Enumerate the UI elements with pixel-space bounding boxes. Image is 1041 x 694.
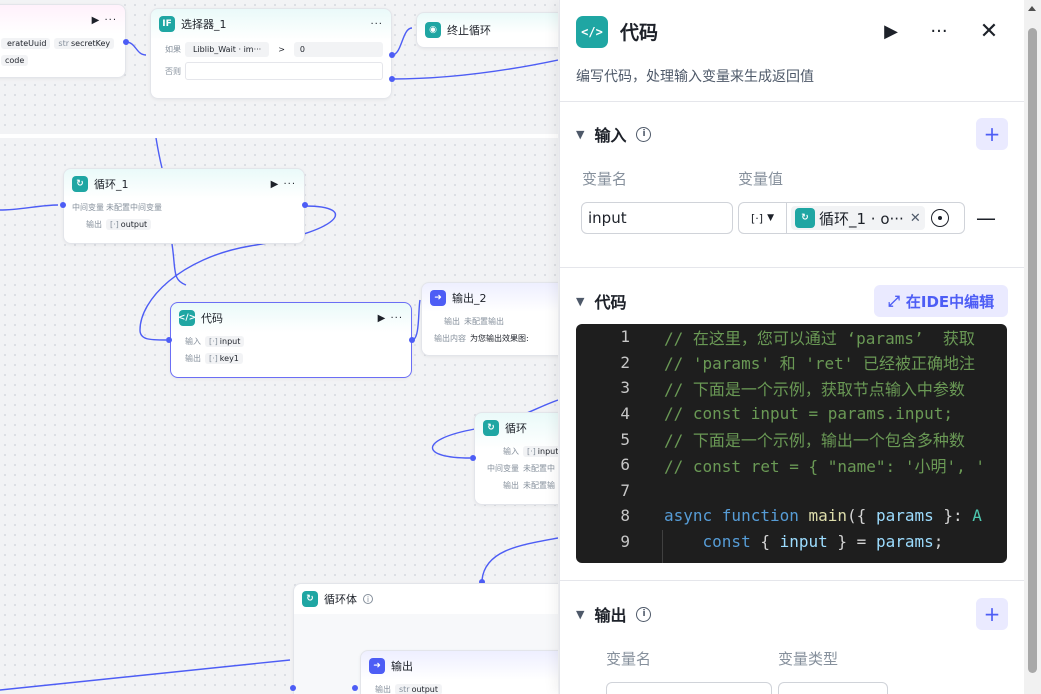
loop-icon: ↻ [72,176,88,192]
edge [432,399,558,459]
condition-right[interactable]: 0 [293,41,383,57]
type-select[interactable]: [·]▼ [739,203,787,233]
output-port[interactable] [123,39,129,45]
code-section-header[interactable]: ▼ 代码 [576,293,627,312]
node-loop[interactable]: ↻ 循环 输入[·]input 中间变量未配置中 输出未配置输 [474,412,558,505]
param-pill: erateUuid [1,38,51,49]
scrollbar-thumb[interactable] [1028,28,1037,673]
divider [560,267,1025,268]
loop-icon: ↻ [302,591,318,607]
run-icon[interactable]: ▶ [884,20,898,42]
output-section-header[interactable]: ▼ 输出 i [576,602,652,626]
node-output-2[interactable]: ➜ 输出_2 输出未配置输出 输出内容为您输出效果图: [421,282,558,356]
info-icon[interactable]: i [636,606,652,622]
node-loop-1[interactable]: ↻ 循环_1 ▶ ··· 中间变量未配置中间变量 输出[·]output [63,168,305,244]
output-var-name-field[interactable] [606,682,772,694]
input-section-header[interactable]: ▼ 输入 i [576,122,652,146]
loop-boundary [0,134,558,138]
condition-left[interactable]: Liblib_Wait · im··· [185,41,270,57]
add-input-button[interactable]: + [976,118,1008,150]
input-port[interactable] [166,337,172,343]
edge [391,59,558,80]
output-port[interactable] [389,76,395,82]
stop-loop-icon: ◉ [425,22,441,38]
input-port[interactable] [352,685,358,691]
node-title: 选择器_1 [181,18,227,31]
loop-icon: ↻ [483,420,499,436]
more-icon[interactable]: ··· [370,18,383,30]
input-port[interactable] [470,455,476,461]
param-pill: code [1,55,29,66]
edge [139,205,337,341]
output-port[interactable] [389,52,395,58]
info-icon[interactable]: i [363,594,373,604]
code-node-panel: </> 代码 ▶ ··· ✕ 编写代码，处理输入变量来生成返回值 ▼ 输入 i … [559,0,1025,694]
output-icon: ➜ [369,658,385,674]
node-code[interactable]: </> 代码 ▶ ··· 输入[·]input 输出[·]key1 [170,302,412,378]
edge [0,659,291,691]
node-loop-body[interactable]: ↻ 循环体 i [293,583,558,694]
more-icon[interactable]: ··· [930,20,948,42]
panel-title: 代码 [620,22,659,44]
indent-guide [662,530,663,563]
edge [125,41,147,56]
condition-operator[interactable]: > [278,44,285,54]
chevron-down-icon[interactable]: ▼ [576,127,585,141]
close-icon[interactable]: ✕ [979,18,999,44]
clear-icon[interactable]: ✕ [909,210,921,226]
scroll-up-icon[interactable] [1028,6,1036,11]
input-port[interactable] [290,685,296,691]
info-icon[interactable]: i [636,126,652,142]
code-icon: </> [576,16,608,48]
divider [560,101,1025,102]
edge [481,537,558,581]
node-actions[interactable]: ▶ ··· [91,14,117,26]
if-icon: IF [159,16,175,32]
output-port[interactable] [409,337,415,343]
chevron-down-icon[interactable]: ▼ [576,294,585,308]
output-port[interactable] [302,202,308,208]
input-var-name-field[interactable]: input [581,202,733,234]
node-end-loop[interactable]: ◉ 终止循环 [416,12,558,48]
edit-in-ide-button[interactable]: ⤢ 在IDE中编辑 [874,285,1008,317]
node-actions[interactable]: ▶ ··· [270,178,296,190]
edge [171,243,187,286]
edge [155,137,163,169]
else-slot [185,62,383,80]
chevron-down-icon[interactable]: ▼ [576,607,585,621]
edge [391,27,413,56]
output-icon: ➜ [430,290,446,306]
scrollbar[interactable] [1024,0,1041,694]
input-port[interactable] [479,579,485,585]
input-var-value-field[interactable]: [·]▼ ↻ 循环_1 · o··· ✕ [738,202,965,234]
code-editor[interactable]: 1// 在这里，您可以通过 ‘params’ 获取 2// 'params' 和… [576,324,1007,563]
chevron-down-icon: ▼ [767,213,774,223]
edge [411,299,421,341]
node-selector[interactable]: IF 选择器_1 ··· 如果 Liblib_Wait · im··· > 0 … [150,8,392,99]
input-port[interactable] [60,202,66,208]
expand-icon: ⤢ [887,292,900,310]
divider [560,580,1025,581]
panel-description: 编写代码，处理输入变量来生成返回值 [576,69,814,85]
add-output-button[interactable]: + [976,598,1008,630]
output-var-type-select[interactable] [778,682,888,694]
variable-reference-chip[interactable]: ↻ 循环_1 · o··· ✕ [791,206,925,230]
edge [0,204,59,211]
code-icon: </> [178,310,196,326]
loop-icon: ↻ [795,208,815,228]
node-actions[interactable]: ▶ ··· [377,312,403,324]
remove-input-button[interactable]: — [976,206,996,230]
variable-picker-icon[interactable] [930,209,949,227]
